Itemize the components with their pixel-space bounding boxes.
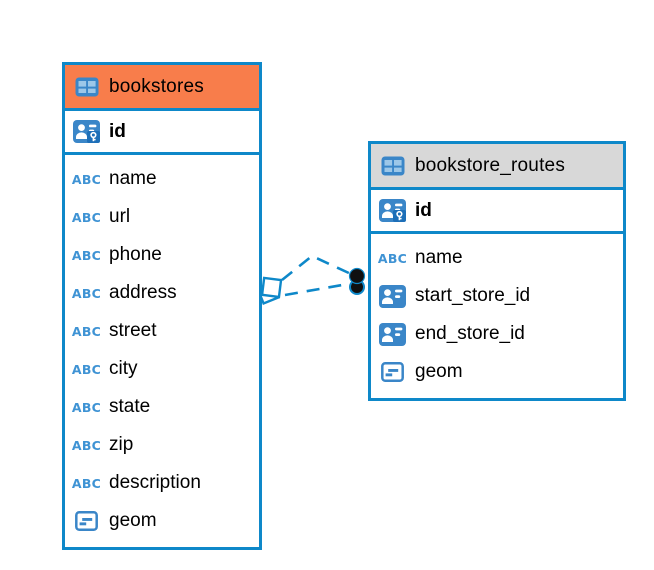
relationship-endpoint-dots[interactable]: [348, 267, 366, 295]
column-name: name: [415, 247, 463, 268]
column-row[interactable]: ABC state: [65, 388, 259, 426]
text-type-icon: ABC: [71, 209, 102, 225]
column-row[interactable]: ABC name: [65, 160, 259, 198]
column-row[interactable]: ABC address: [65, 274, 259, 312]
relationship-line-lower[interactable]: [284, 282, 349, 297]
column-name: street: [109, 320, 157, 341]
table-name: bookstores: [109, 75, 204, 97]
pk-row-bookstores[interactable]: id: [65, 111, 259, 155]
geometry-type-icon: [379, 362, 406, 382]
text-type-icon: ABC: [71, 475, 102, 491]
pk-row-bookstore_routes[interactable]: id: [371, 190, 623, 234]
column-name: geom: [415, 361, 463, 382]
column-name: city: [109, 358, 138, 379]
foreign-key-type-icon: [379, 322, 406, 346]
column-name: url: [109, 206, 131, 227]
pk-column-name: id: [415, 199, 432, 221]
column-name: geom: [109, 510, 157, 531]
column-row[interactable]: end_store_id: [371, 315, 623, 353]
primary-key-column-icon: [379, 199, 406, 222]
table-icon: [73, 77, 100, 97]
column-name: address: [109, 282, 177, 303]
text-type-icon: ABC: [71, 247, 102, 263]
column-row[interactable]: ABC url: [65, 198, 259, 236]
column-name: start_store_id: [415, 285, 531, 306]
column-name: name: [109, 168, 157, 189]
text-type-icon: ABC: [71, 285, 102, 301]
text-type-icon: ABC: [71, 399, 102, 415]
primary-key-column-icon: [73, 120, 100, 143]
text-type-icon: ABC: [71, 437, 102, 453]
entity-bookstore-routes[interactable]: bookstore_routes id ABC name start_store_i…: [368, 141, 626, 401]
pk-column-name: id: [109, 120, 126, 142]
column-row[interactable]: ABC city: [65, 350, 259, 388]
geometry-type-icon: [73, 511, 100, 531]
column-row[interactable]: start_store_id: [371, 277, 623, 315]
column-row[interactable]: ABC description: [65, 464, 259, 502]
table-header-bookstore_routes[interactable]: bookstore_routes: [371, 144, 623, 190]
text-type-icon: ABC: [71, 361, 102, 377]
text-type-icon: ABC: [71, 171, 102, 187]
column-row[interactable]: ABC street: [65, 312, 259, 350]
text-type-icon: ABC: [377, 250, 408, 266]
column-row[interactable]: geom: [371, 353, 623, 391]
column-name: zip: [109, 434, 134, 455]
column-row[interactable]: ABC zip: [65, 426, 259, 464]
table-name: bookstore_routes: [415, 154, 566, 176]
column-name: state: [109, 396, 151, 417]
text-type-icon: ABC: [71, 323, 102, 339]
column-row[interactable]: ABC phone: [65, 236, 259, 274]
table-icon: [379, 156, 406, 176]
column-row[interactable]: geom: [65, 502, 259, 540]
column-name: phone: [109, 244, 162, 265]
column-row[interactable]: ABC name: [371, 239, 623, 277]
relationship-line-upper[interactable]: [281, 254, 352, 282]
column-name: description: [109, 472, 201, 493]
table-header-bookstores[interactable]: bookstores: [65, 65, 259, 111]
relationship-source-diamond-marker[interactable]: [256, 276, 283, 305]
foreign-key-type-icon: [379, 284, 406, 308]
column-name: end_store_id: [415, 323, 525, 344]
